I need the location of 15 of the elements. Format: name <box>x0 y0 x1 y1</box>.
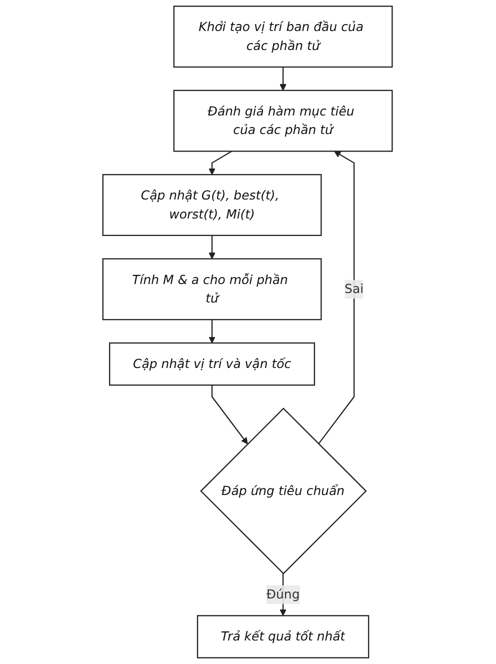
node-box: Tính M & a cho mỗi phần tử <box>102 258 322 320</box>
arrow <box>280 67 287 91</box>
edge-label: Sai <box>345 281 364 296</box>
arrow <box>212 385 248 444</box>
node-box: Cập nhật vị trí và vận tốc <box>110 342 316 386</box>
arrow <box>209 235 216 260</box>
edge-label: Đúng <box>266 586 300 602</box>
arrow <box>209 150 233 175</box>
node-box: Đánh giá hàm mục tiêu của các phần tử <box>174 90 394 152</box>
node-box: Khởi tạo vị trí ban đầu của các phần tử <box>174 6 394 68</box>
node-diamond: Đáp ứng tiêu chuẩn <box>200 408 368 574</box>
arrow <box>318 150 356 444</box>
arrow <box>209 320 216 344</box>
node-box: Trả kết quả tốt nhất <box>197 615 370 658</box>
node-box: Cập nhật G(t), best(t), worst(t), Mi(t) <box>102 174 322 236</box>
